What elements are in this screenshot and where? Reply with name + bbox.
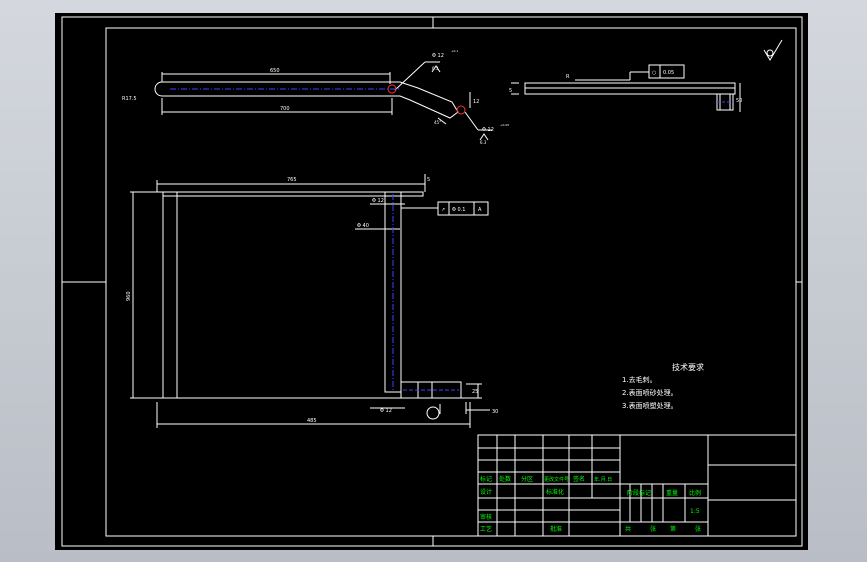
tb-total: 共: [625, 525, 631, 533]
front-flow-symbol-icon: [426, 406, 440, 420]
dim-650-label: 650: [270, 68, 280, 74]
front-dim-phi12-b: Φ 12: [380, 408, 392, 414]
tb-zone: 分区: [521, 475, 533, 483]
tb-weight: 重量: [666, 489, 678, 497]
roughness-symbol-icon: [763, 39, 783, 61]
tech-note-1: 1.去毛刺。: [622, 375, 657, 384]
front-dim-phi12-a: Φ 12: [372, 198, 384, 204]
tb-count: 处数: [499, 475, 511, 483]
tb-standardize: 标准化: [546, 488, 564, 496]
front-dim-765: 765: [287, 177, 297, 183]
tb-check: 审核: [480, 513, 492, 521]
tb-sign: 签名: [573, 475, 585, 483]
top-view: 650 700 R17.5 Φ 12 +0.1 6.3 12 Φ 12 +0.0…: [122, 49, 509, 145]
tb-mark: 标记: [480, 475, 492, 483]
tech-note-3: 3.表面喷塑处理。: [622, 401, 678, 410]
dim-phi12-bottom-label: Φ 12: [482, 127, 494, 133]
side-tol-symbol: ○: [652, 70, 656, 76]
dim-angle-label: 45°: [434, 120, 441, 125]
front-tol-frame: [437, 201, 489, 216]
dim-12-label: 12: [473, 99, 479, 105]
tb-page: 第: [670, 525, 676, 533]
tb-approve: 批准: [550, 525, 562, 533]
hole-marker-bottom: [456, 105, 466, 115]
dim-phi12-bottom-tol: +0.05: [500, 123, 509, 127]
side-view: R 5 50 ○ 0.05: [509, 64, 742, 112]
front-dim-right-small: 25: [472, 389, 478, 395]
dim-ra-top: 6.3: [432, 66, 439, 71]
tb-sheet-label: 张: [650, 525, 656, 533]
front-dim-bottom-right: 30: [492, 409, 498, 415]
front-dim-phi40: Φ 40: [357, 223, 369, 229]
tb-designer: 设计: [480, 488, 492, 496]
front-tol-value: Φ 0.1: [452, 207, 465, 213]
dim-phi12-top-tol: +0.1: [451, 49, 458, 53]
tech-note-2: 2.表面喷砂处理。: [622, 388, 678, 397]
front-dim-960: 960: [126, 291, 132, 301]
side-tol-value: 0.05: [663, 70, 674, 76]
top-bar-outline: [154, 81, 459, 119]
tech-notes: 技术要求 1.去毛刺。 2.表面喷砂处理。 3.表面喷塑处理。: [622, 362, 704, 410]
drawing-canvas: [55, 13, 808, 550]
tb-stage-mark: 阶段标记: [627, 489, 651, 497]
tb-change-doc: 更改文件号: [544, 476, 569, 483]
tb-scale-value: 1:5: [690, 508, 700, 515]
dim-700-label: 700: [280, 106, 290, 112]
front-view: 765 5 960 Φ 12 Φ 40 Φ 12 485 30 25 ↗ Φ 0…: [126, 174, 498, 428]
right-rail: [384, 191, 402, 393]
tech-notes-title: 技术要求: [672, 362, 704, 372]
tb-process: 工艺: [480, 525, 492, 533]
bottom-bracket: [400, 381, 462, 399]
front-dim-485: 485: [307, 418, 317, 424]
tb-page-label: 张: [695, 525, 701, 533]
front-tol-symbol: ↗: [441, 207, 445, 213]
dim-r17-label: R17.5: [122, 96, 137, 102]
side-dim-right: 50: [736, 98, 742, 104]
front-dim-right-top: 5: [427, 177, 430, 183]
front-tol-datum: A: [478, 207, 482, 213]
side-dim-r: R: [566, 74, 570, 80]
title-block: 标记 处数 分区 更改文件号 签名 年.月.日 设计 标准化 审核 工艺 批准 …: [477, 434, 797, 537]
dim-phi12-top-label: Φ 12: [432, 53, 444, 59]
top-rail: [162, 191, 424, 197]
tb-date: 年.月.日: [594, 476, 612, 483]
centering-marks: [62, 17, 802, 546]
tb-scale: 比例: [689, 489, 701, 497]
side-dim-left: 5: [509, 88, 512, 94]
dim-ra-bottom: 6.3: [480, 140, 487, 145]
